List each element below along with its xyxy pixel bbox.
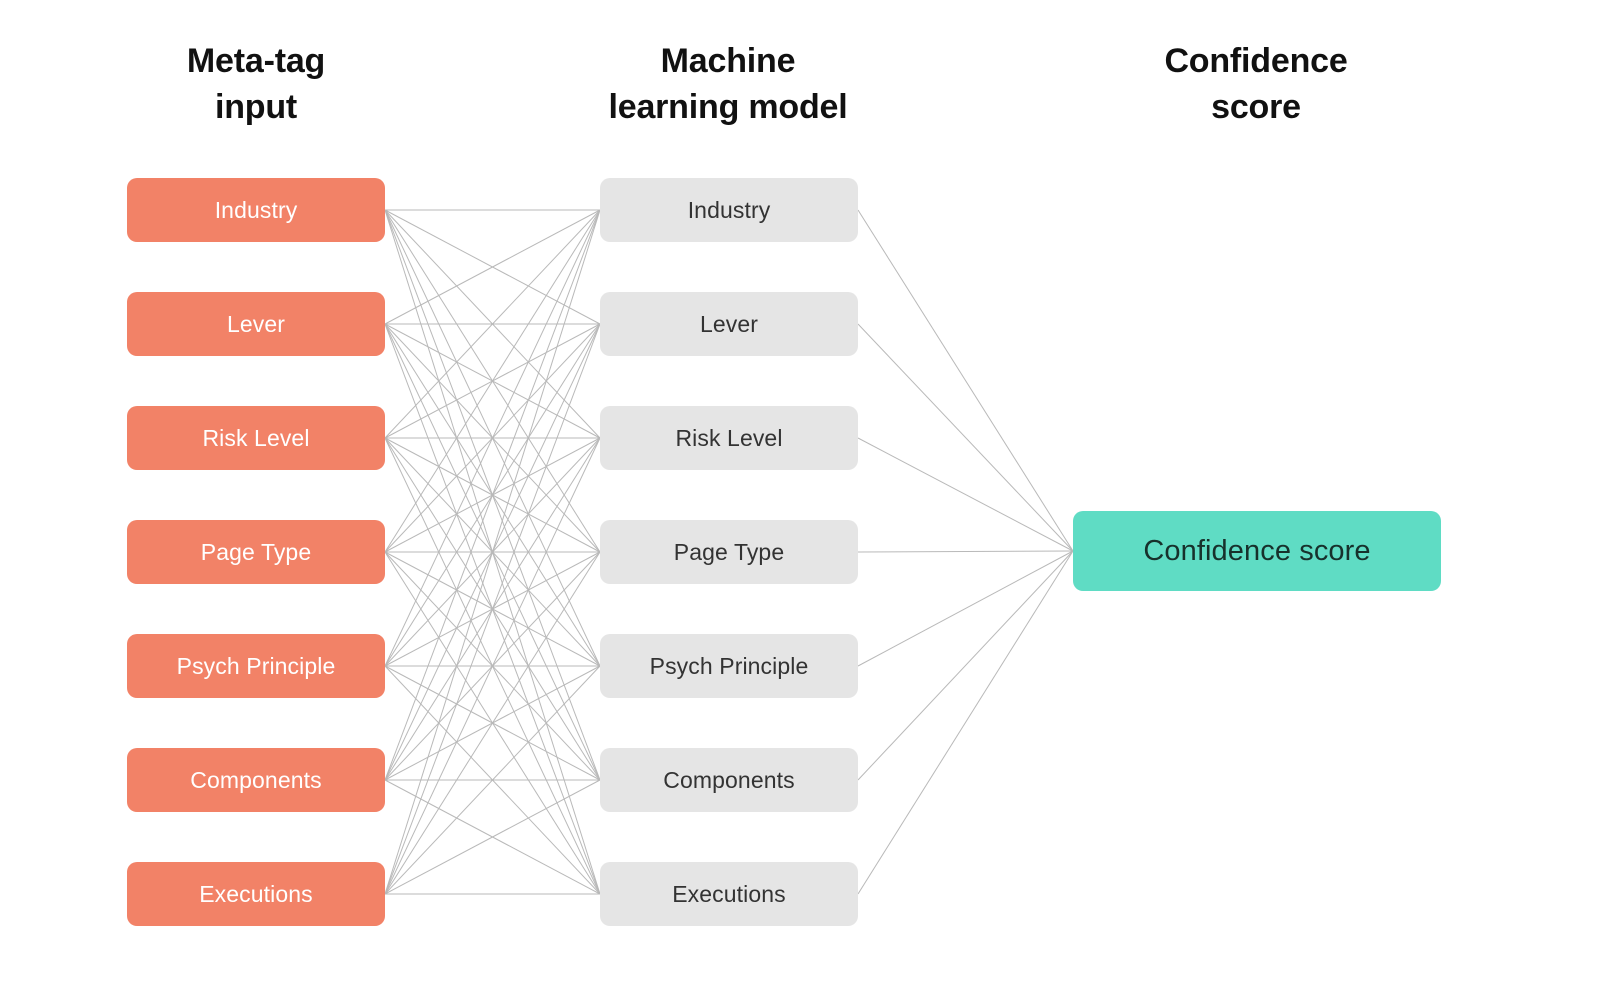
model-node-label: Psych Principle (649, 652, 809, 679)
column-title-confidence-score: Confidence score (1164, 42, 1348, 126)
model-node-label: Components (663, 766, 795, 793)
input-node-label: Lever (226, 310, 286, 337)
input-node-executions[interactable]: Executions (127, 862, 385, 926)
model-node-components[interactable]: Components (600, 748, 858, 812)
model-node-label: Page Type (673, 538, 785, 565)
input-node-label: Executions (199, 880, 313, 907)
input-node-components[interactable]: Components (127, 748, 385, 812)
input-node-psych-principle[interactable]: Psych Principle (127, 634, 385, 698)
input-node-page-type[interactable]: Page Type (127, 520, 385, 584)
output-node-label: Confidence score (1143, 534, 1371, 567)
input-node-lever[interactable]: Lever (127, 292, 385, 356)
model-node-risk-level[interactable]: Risk Level (600, 406, 858, 470)
model-node-lever[interactable]: Lever (600, 292, 858, 356)
model-node-label: Executions (672, 880, 786, 907)
model-node-label: Industry (687, 196, 771, 223)
column-title-meta-tag-input: Meta-tag input (186, 42, 326, 126)
model-node-executions[interactable]: Executions (600, 862, 858, 926)
input-node-label: Psych Principle (176, 652, 336, 679)
input-node-risk-level[interactable]: Risk Level (127, 406, 385, 470)
model-node-psych-principle[interactable]: Psych Principle (600, 634, 858, 698)
input-node-industry[interactable]: Industry (127, 178, 385, 242)
output-node-confidence-score[interactable]: Confidence score (1073, 511, 1441, 591)
input-node-label: Page Type (200, 538, 312, 565)
model-node-label: Risk Level (675, 424, 783, 451)
model-node-industry[interactable]: Industry (600, 178, 858, 242)
model-node-page-type[interactable]: Page Type (600, 520, 858, 584)
input-node-label: Components (190, 766, 322, 793)
column-title-machine-learning-model: Machine learning model (608, 42, 848, 126)
model-node-label: Lever (699, 310, 759, 337)
input-node-label: Industry (214, 196, 298, 223)
input-node-label: Risk Level (202, 424, 310, 451)
